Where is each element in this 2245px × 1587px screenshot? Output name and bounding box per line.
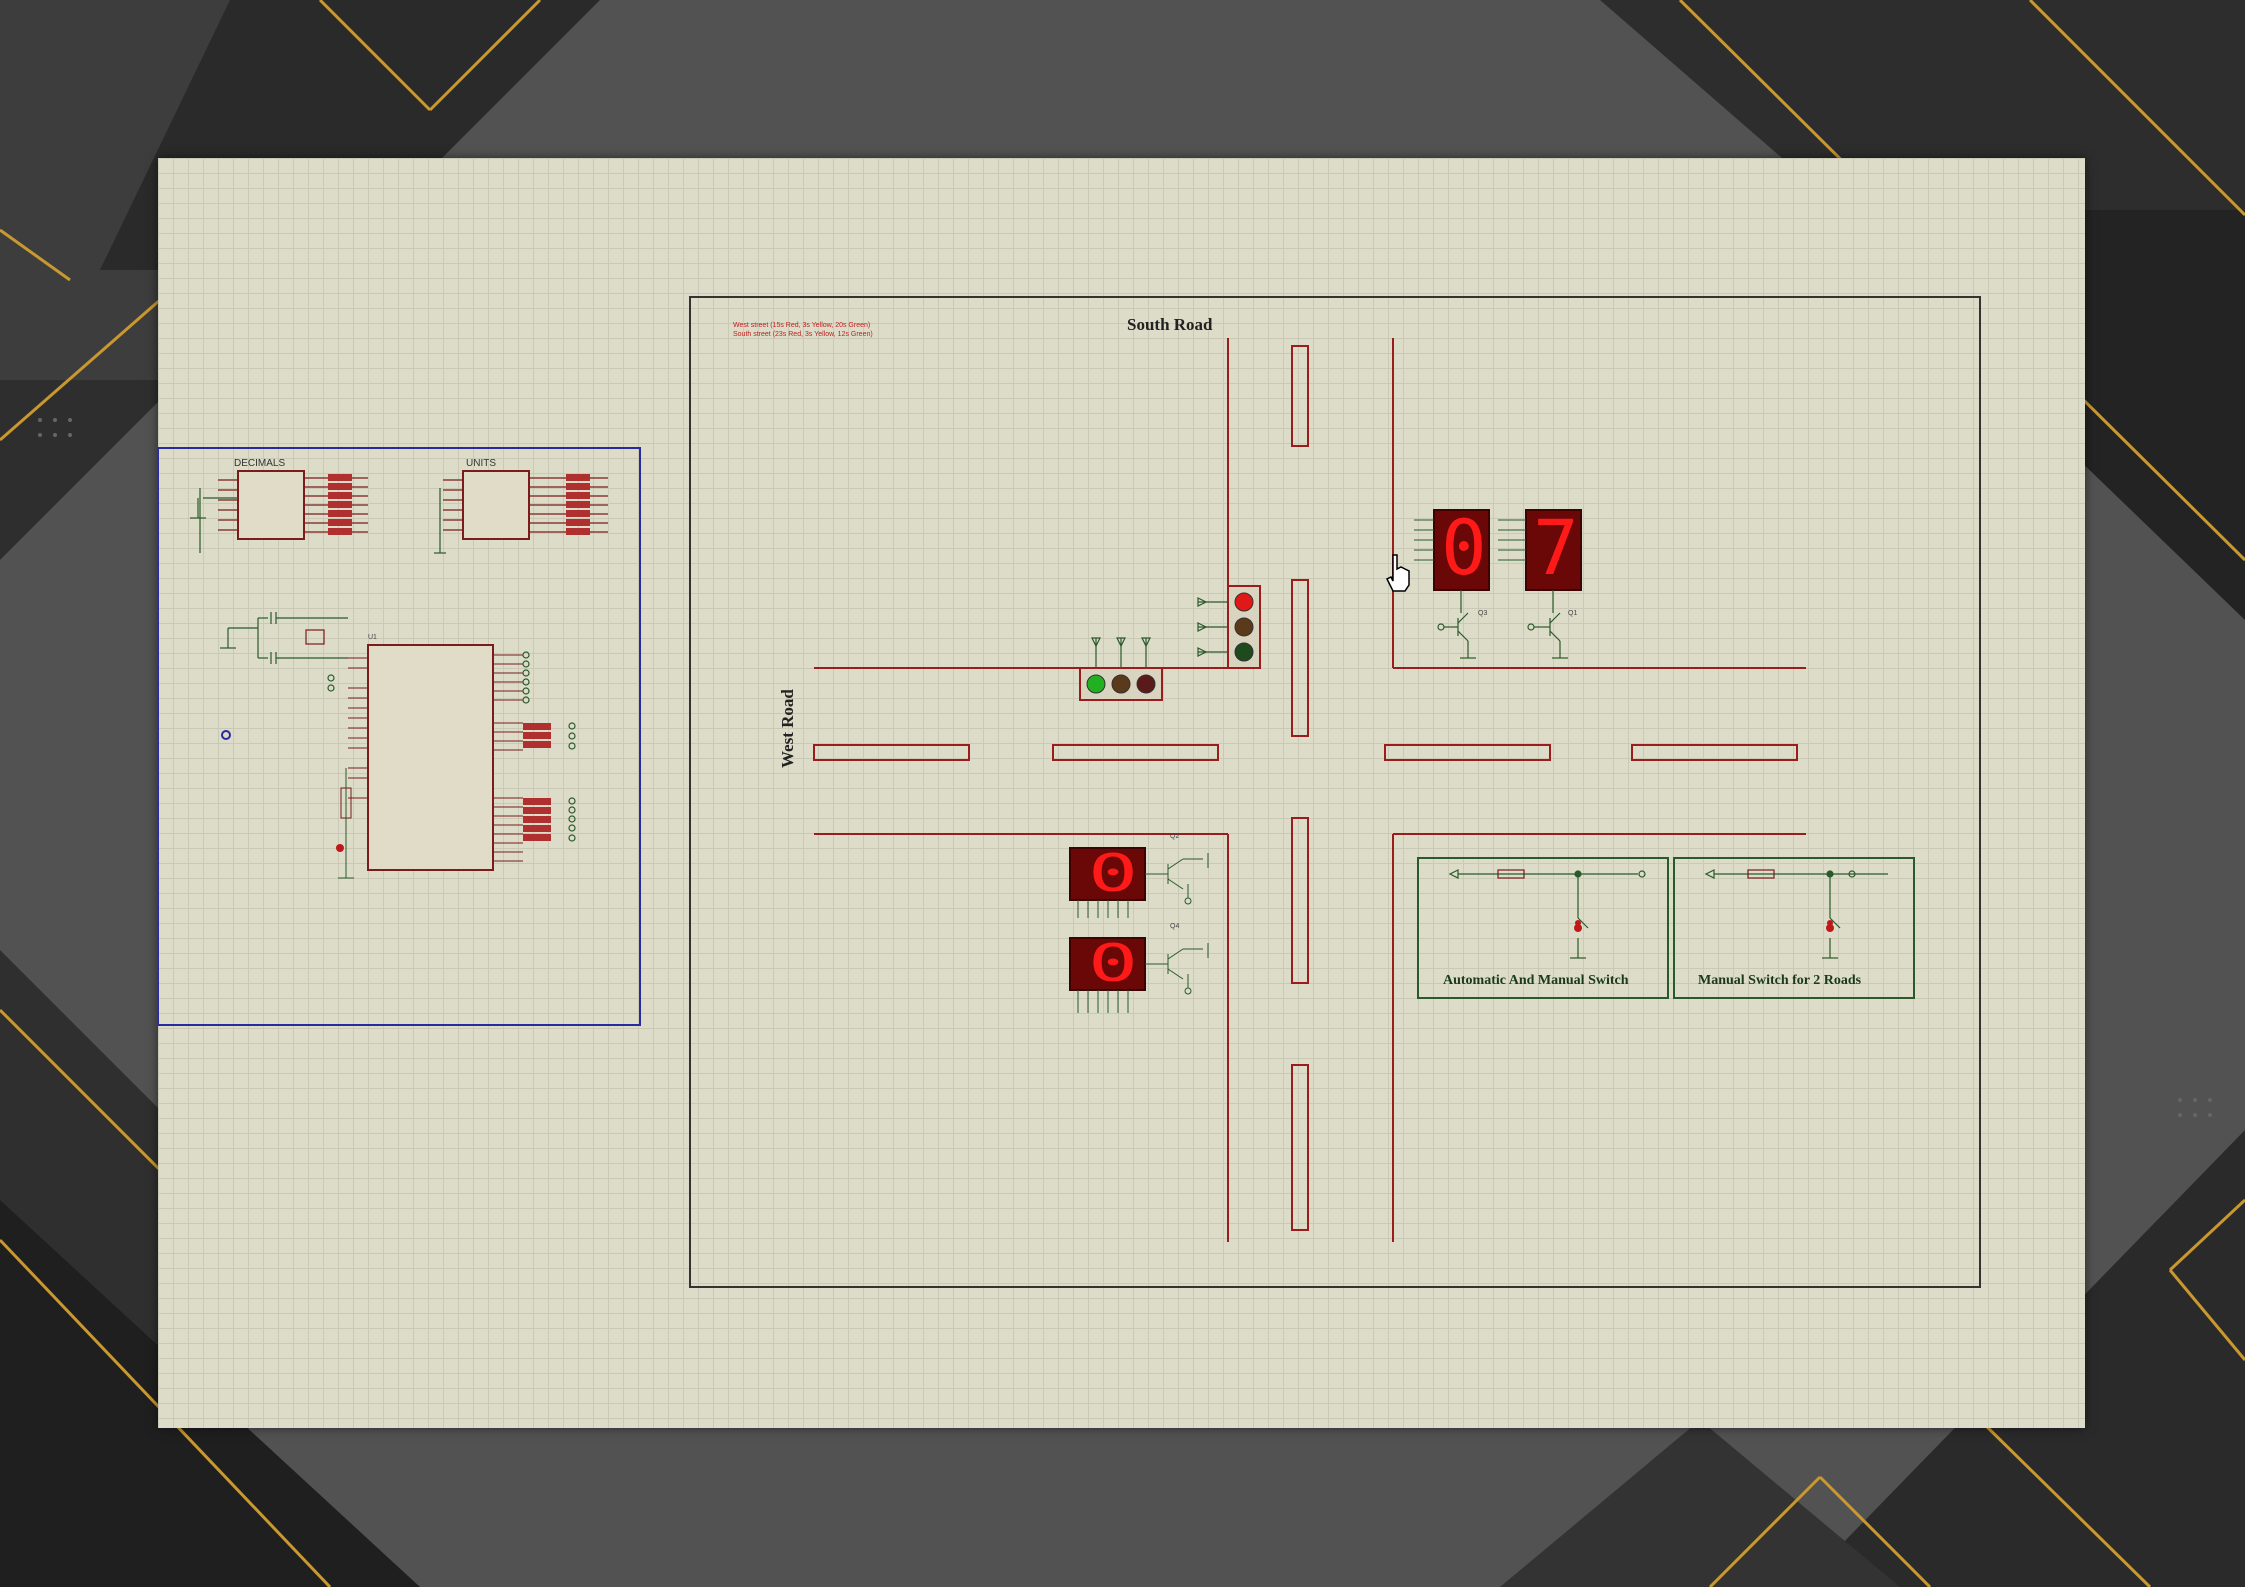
switch-panel-two-roads-title: Manual Switch for 2 Roads (1698, 973, 1862, 988)
display-south-tens-digit: 0 (1441, 503, 1487, 592)
timing-note-south: South street (23s Red, 3s Yellow, 12s Gr… (733, 331, 873, 338)
decimals-chip-label: DECIMALS (234, 458, 286, 469)
controller-frame (158, 447, 641, 1026)
transistor-q4-label: Q4 (1170, 923, 1180, 930)
switch-panel-auto-manual (1417, 857, 1669, 999)
microcontroller-u1 (221, 644, 576, 879)
west-road-label: West Road (778, 689, 797, 768)
transistor-q3-label: Q3 (1478, 610, 1488, 617)
traffic-light-west (1079, 637, 1163, 701)
drawing-frame (689, 296, 1981, 1288)
display-south-units-digit: 7 (1533, 503, 1579, 592)
seven-segment-display-west (1069, 847, 1209, 1013)
decoder-chip-units (434, 470, 608, 554)
display-west-tens-digit: 0 (1088, 844, 1139, 904)
traffic-light-south (1197, 585, 1261, 669)
hand-cursor-icon (1385, 554, 1410, 592)
schematic-canvas[interactable] (158, 158, 2085, 1428)
mcu-ref-label: U1 (368, 634, 377, 641)
timing-note-west: West street (15s Red, 3s Yellow, 20s Gre… (733, 322, 871, 329)
oscillator-circuit (220, 612, 348, 664)
transistor-q2-label: Q2 (1170, 833, 1180, 840)
south-road-label: South Road (1127, 315, 1213, 334)
schematic-sheet[interactable]: South Road West Road Automatic And Manua… (158, 158, 2085, 1428)
road-markings (813, 338, 1806, 1242)
decoder-chip-decimals (190, 470, 368, 553)
display-west-units-digit: 0 (1088, 934, 1139, 994)
units-chip-label: UNITS (466, 458, 496, 469)
switch-panel-auto-manual-title: Automatic And Manual Switch (1443, 973, 1629, 988)
switch-panel-two-roads (1673, 857, 1915, 999)
seven-segment-display-south (1414, 509, 1582, 659)
transistor-q1-label: Q1 (1568, 610, 1578, 617)
